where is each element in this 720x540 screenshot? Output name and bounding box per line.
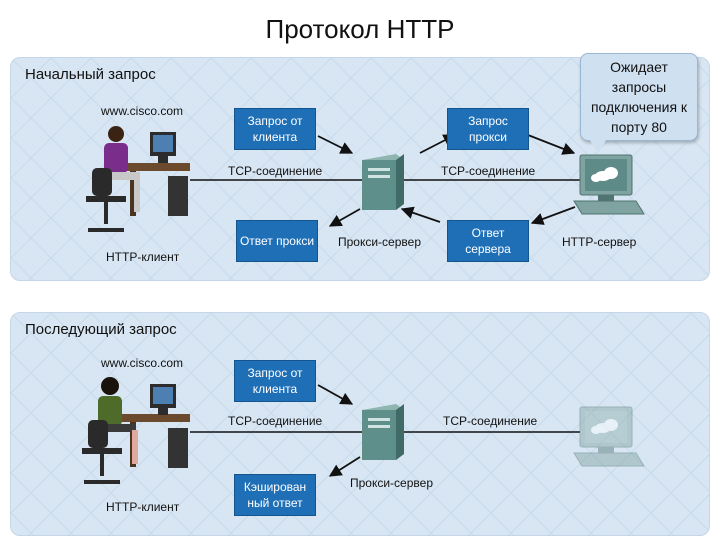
http-server-faded-icon <box>573 406 645 467</box>
server-response-box: Ответ сервера <box>447 220 529 262</box>
arrow-proxy-response-1 <box>400 206 441 223</box>
client-workstation-icon <box>82 377 190 484</box>
http-client-label: HTTP-клиент <box>106 500 180 514</box>
callout-pointer <box>590 140 606 154</box>
http-client-label: HTTP-клиент <box>106 250 180 264</box>
panel-heading-subsequent: Последующий запрос <box>25 321 177 338</box>
client-request-box: Запрос от клиента <box>234 108 316 150</box>
proxy-server-icon <box>362 404 404 460</box>
page-title: Протокол HTTP <box>265 14 455 44</box>
port-80-callout: Ожидает запросы подключения к порту 80 <box>580 53 698 141</box>
tcp-connection-label-left: TCP-соединение <box>228 414 323 428</box>
client-url-label: www.cisco.com <box>101 104 184 118</box>
proxy-server-label: Прокси-сервер <box>338 235 421 249</box>
client-url-label: www.cisco.com <box>101 356 184 370</box>
proxy-request-box: Запрос прокси <box>447 108 529 150</box>
arrow-client-to-proxy-2 <box>317 384 354 405</box>
http-server-label: HTTP-сервер <box>562 235 637 249</box>
proxy-server-icon <box>362 154 404 210</box>
arrow-client-to-proxy-1 <box>317 135 354 154</box>
client-request-box: Запрос от клиента <box>234 360 316 402</box>
proxy-server-label: Прокси-сервер <box>350 476 433 490</box>
http-server-icon <box>573 154 645 215</box>
arrow-cached-to-client-2 <box>328 456 361 477</box>
tcp-connection-label-right: TCP-соединение <box>441 164 536 178</box>
proxy-response-box: Ответ прокси <box>236 220 318 262</box>
client-workstation-icon <box>86 126 190 232</box>
arrow-request-to-server-1 <box>527 134 576 155</box>
cached-response-box: Кэширован ный ответ <box>234 474 316 516</box>
tcp-connection-label-left: TCP-соединение <box>228 164 323 178</box>
arrow-server-to-proxy-1 <box>530 206 576 225</box>
arrow-proxy-to-client-1 <box>328 208 361 227</box>
panel-heading-initial: Начальный запрос <box>25 66 156 83</box>
tcp-connection-label-right: TCP-соединение <box>443 414 538 428</box>
